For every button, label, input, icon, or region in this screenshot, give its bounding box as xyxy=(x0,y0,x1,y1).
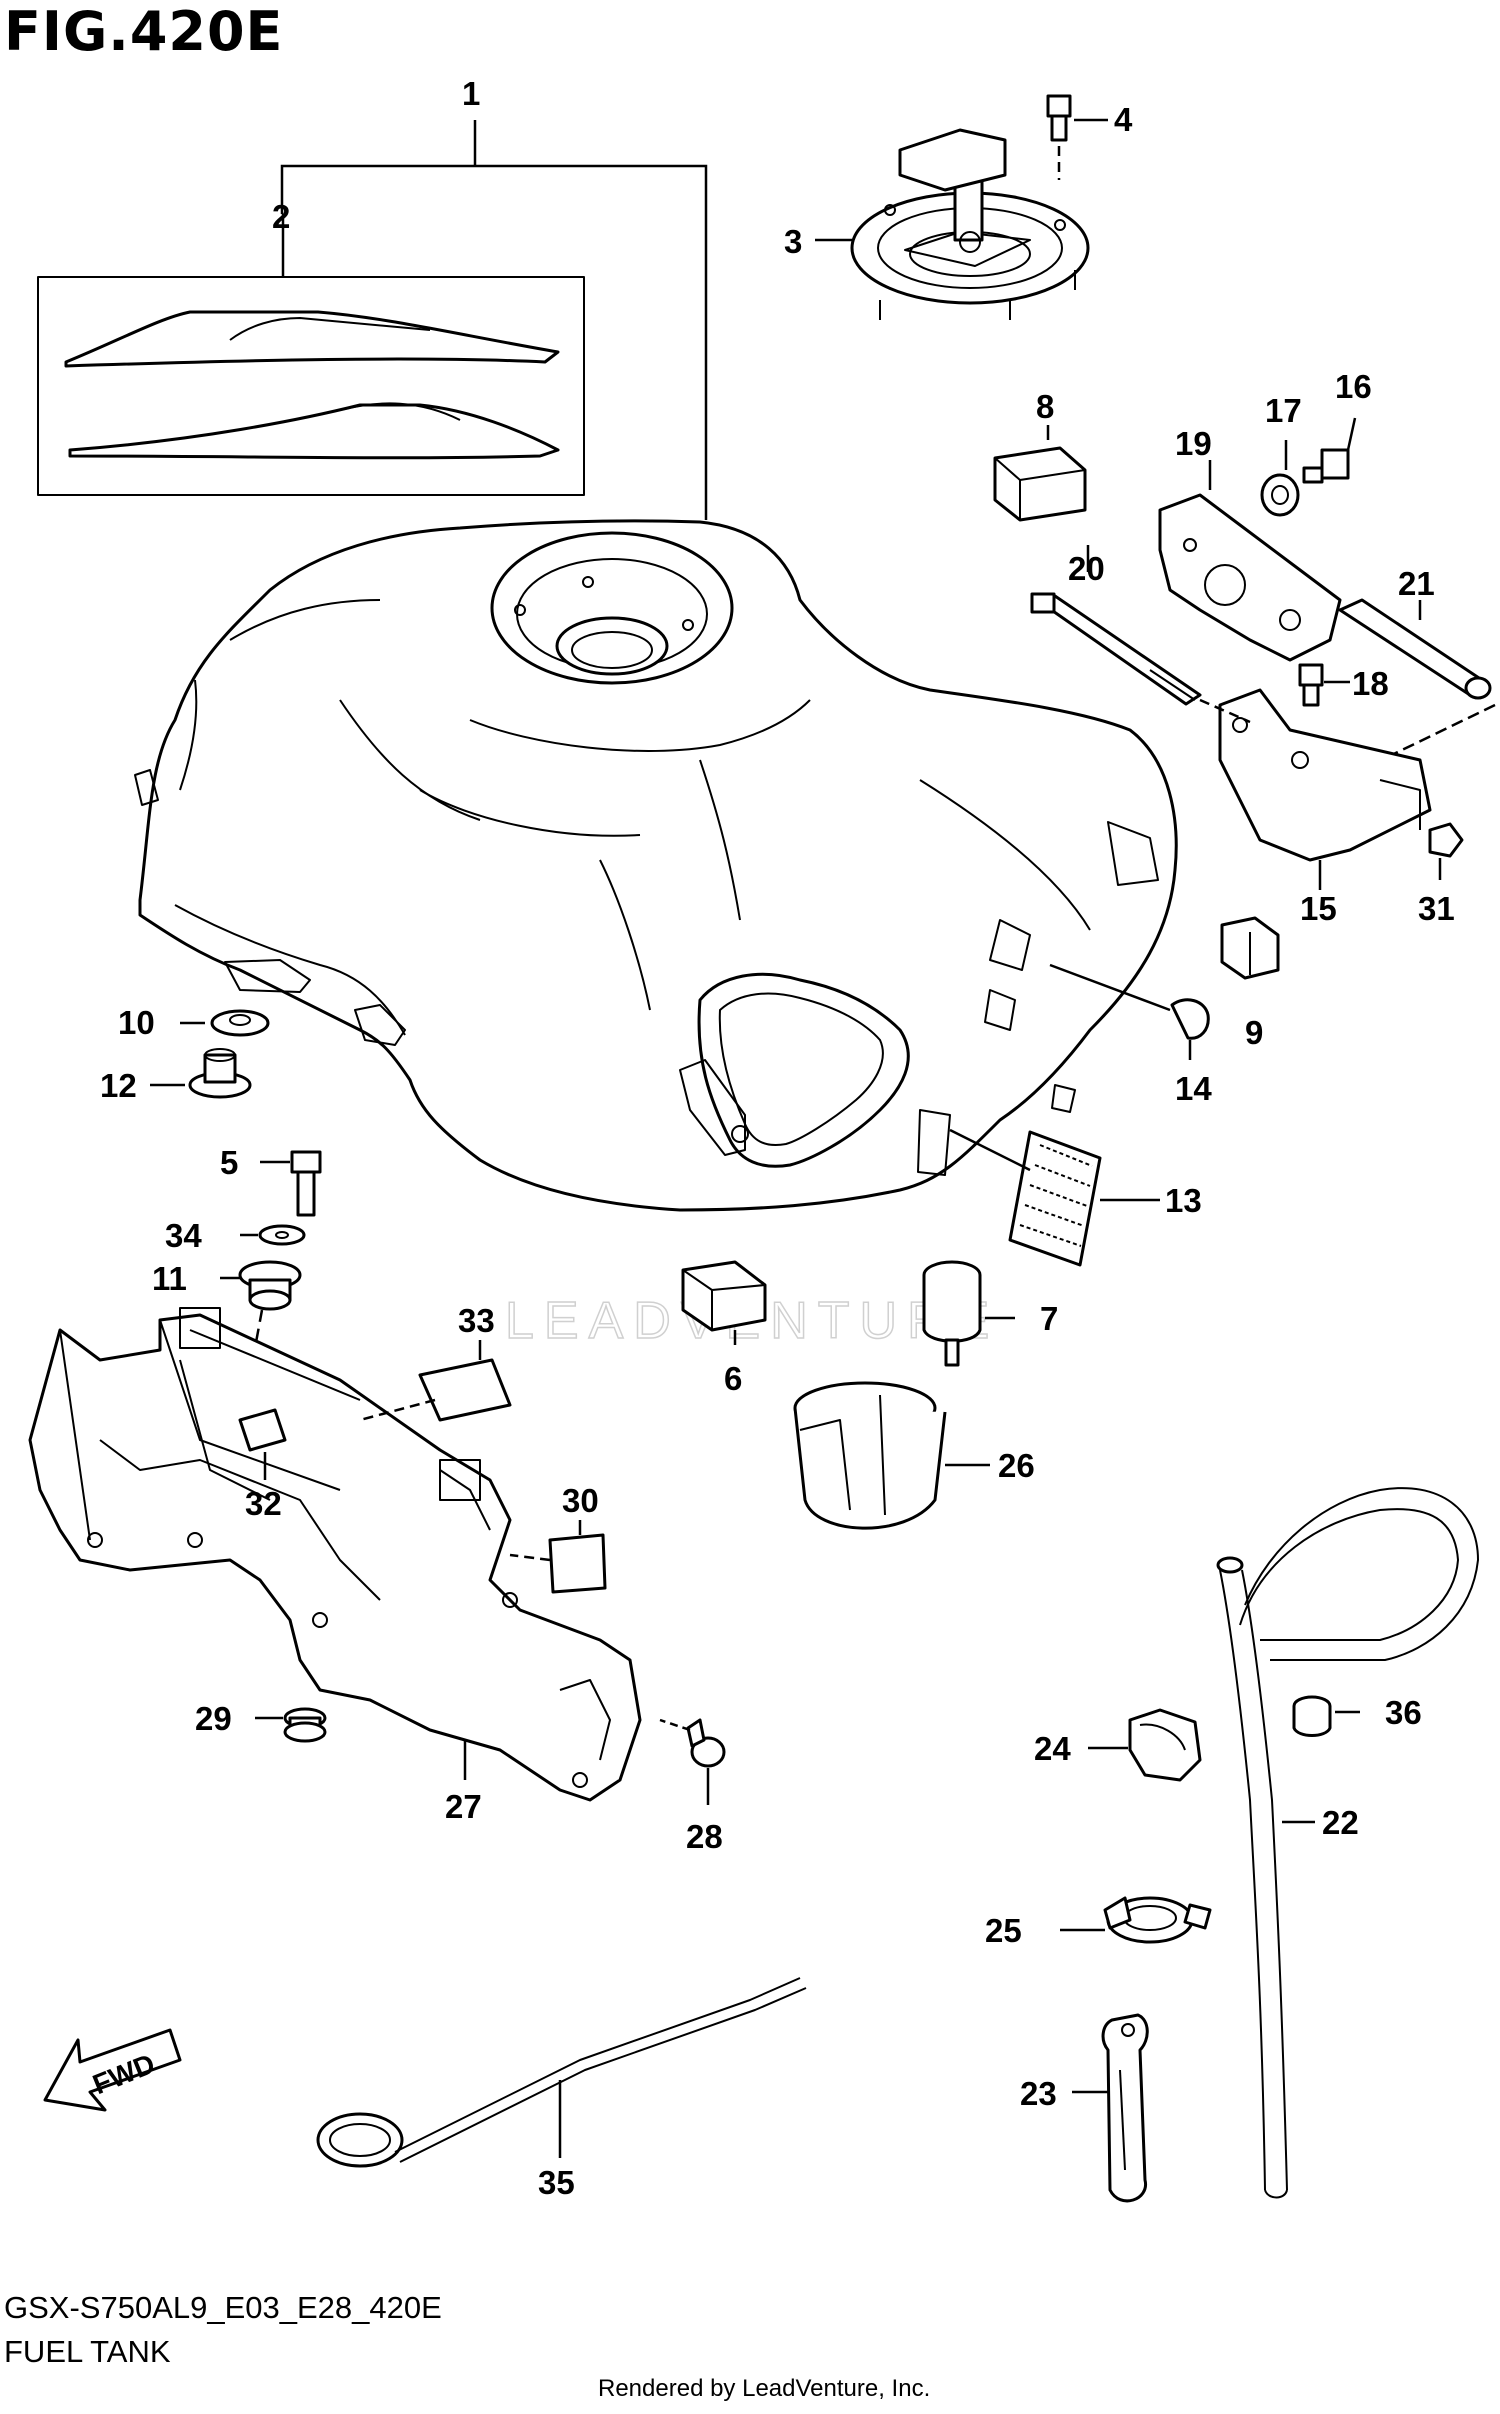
damper-part-17 xyxy=(1260,440,1300,517)
bracket-part-27 xyxy=(28,1307,642,1802)
bolt-part-16 xyxy=(1302,417,1357,484)
bolt-part-18 xyxy=(1298,663,1350,707)
grommet-part-10 xyxy=(180,1009,270,1037)
callout-31: 31 xyxy=(1418,890,1455,927)
callout-4: 4 xyxy=(1114,101,1133,138)
callout-15: 15 xyxy=(1300,890,1337,927)
callout-21: 21 xyxy=(1398,565,1435,602)
callout-5: 5 xyxy=(220,1144,238,1181)
pad-part-32 xyxy=(238,1408,287,1480)
pin-part-21 xyxy=(1338,598,1496,782)
callout-13: 13 xyxy=(1165,1182,1202,1219)
figure-caption: FUEL TANK xyxy=(4,2334,171,2369)
cushion-part-6 xyxy=(681,1260,767,1345)
callout-35: 35 xyxy=(538,2164,575,2201)
callout-29: 29 xyxy=(195,1700,232,1737)
hose-part-22 xyxy=(1216,1487,1479,2199)
figure-title: FIG.420E xyxy=(4,0,284,63)
fwd-arrow: FWD xyxy=(43,2028,182,2112)
callout-20: 20 xyxy=(1068,550,1105,587)
cushion-part-8 xyxy=(993,425,1087,522)
callout-22: 22 xyxy=(1322,1804,1359,1841)
callout-24: 24 xyxy=(1034,1730,1071,1767)
callout-14: 14 xyxy=(1175,1070,1212,1107)
rod-part-20 xyxy=(1030,545,1202,706)
callout-26: 26 xyxy=(998,1447,1035,1484)
callout-23: 23 xyxy=(1020,2075,1057,2112)
screw-part-4 xyxy=(1046,94,1108,180)
render-credit: Rendered by LeadVenture, Inc. xyxy=(598,2375,931,2402)
callout-2: 2 xyxy=(272,198,290,235)
bracket-part-1 xyxy=(280,120,708,520)
callout-33: 33 xyxy=(458,1302,495,1339)
callout-32: 32 xyxy=(245,1485,282,1522)
callout-6: 6 xyxy=(724,1360,742,1397)
callout-11: 11 xyxy=(152,1260,187,1297)
callout-12: 12 xyxy=(100,1067,137,1104)
callout-36: 36 xyxy=(1385,1694,1422,1731)
hinge-part-15 xyxy=(1199,688,1432,890)
callout-1: 1 xyxy=(462,75,480,112)
callout-7: 7 xyxy=(1040,1300,1058,1337)
mesh-pad-part-13 xyxy=(949,1128,1160,1267)
model-code: GSX-S750AL9_E03_E28_420E xyxy=(4,2290,442,2325)
washer-part-34 xyxy=(240,1224,306,1246)
decal-set-part-2 xyxy=(37,214,585,496)
clip-part-14 xyxy=(1049,963,1210,1060)
grommet-part-29 xyxy=(255,1707,327,1743)
clamp-part-24 xyxy=(1088,1708,1202,1782)
callout-17: 17 xyxy=(1265,392,1302,429)
callout-27: 27 xyxy=(445,1788,482,1825)
callout-16: 16 xyxy=(1335,368,1372,405)
shield-part-26 xyxy=(793,1381,990,1530)
callout-18: 18 xyxy=(1352,665,1389,702)
cushion-part-9 xyxy=(1220,916,1280,980)
callout-3: 3 xyxy=(784,223,802,260)
screw-part-28 xyxy=(659,1718,726,1805)
pad-part-33 xyxy=(359,1340,512,1422)
hinge-bracket-part-19 xyxy=(1158,460,1342,662)
callout-25: 25 xyxy=(985,1912,1022,1949)
callout-34: 34 xyxy=(165,1217,202,1254)
collar-part-12 xyxy=(150,1048,252,1099)
cap-part-36 xyxy=(1292,1695,1360,1737)
bolt-part-5 xyxy=(260,1150,322,1217)
callout-10: 10 xyxy=(118,1004,155,1041)
callout-30: 30 xyxy=(562,1482,599,1519)
rod-part-35 xyxy=(316,1977,807,2168)
pad-part-30 xyxy=(509,1520,607,1594)
clamp-part-25 xyxy=(1060,1896,1212,1944)
fuel-tank-body xyxy=(134,519,1178,1212)
nut-part-31 xyxy=(1428,822,1464,880)
fuel-cap-part-3 xyxy=(815,128,1090,320)
callout-9: 9 xyxy=(1245,1014,1263,1051)
callout-19: 19 xyxy=(1175,425,1212,462)
callout-8: 8 xyxy=(1036,388,1054,425)
grommet-part-7 xyxy=(922,1260,1015,1367)
strap-part-23 xyxy=(1072,2013,1149,2203)
callout-28: 28 xyxy=(686,1818,723,1855)
